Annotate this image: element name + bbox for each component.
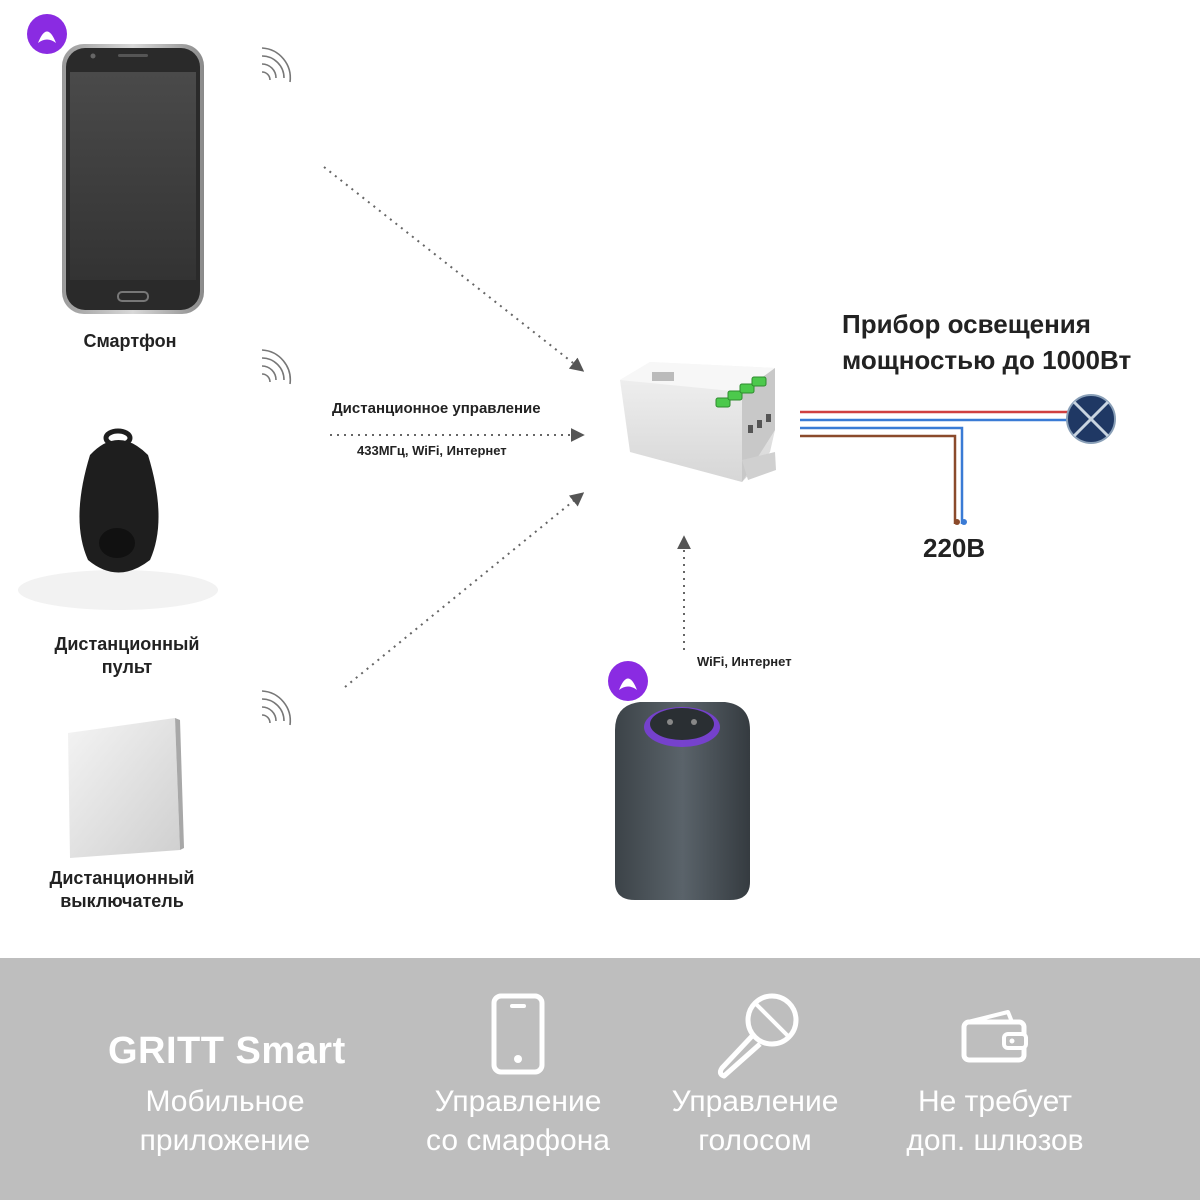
feature-smartphone-line2: со смарфона xyxy=(426,1124,610,1157)
brand-caption: Мобильное приложение xyxy=(110,1082,340,1160)
load-caption: Прибор освещения мощностью до 1000Вт xyxy=(842,306,1131,378)
alice-icon xyxy=(608,661,648,701)
feature-no-gateway: Не требует доп. шлюзов xyxy=(880,1082,1110,1160)
wall-switch-image xyxy=(68,718,184,858)
smart-speaker-image xyxy=(615,702,750,900)
brand-caption-line2: приложение xyxy=(139,1124,311,1157)
device-label-remote: Дистанционный пульт xyxy=(54,634,200,677)
feature-voice-line2: голосом xyxy=(698,1124,812,1157)
connection-diagram xyxy=(18,14,1116,900)
relay-module-image xyxy=(620,362,776,482)
feature-footer: GRITT Smart Мобильное приложение Управле… xyxy=(0,958,1200,1200)
feature-smartphone: Управление со смарфона xyxy=(398,1082,638,1160)
speaker-link-label: WiFi, Интернет xyxy=(697,654,792,669)
microphone-icon xyxy=(717,993,799,1079)
load-caption-line2: мощностью до 1000Вт xyxy=(842,345,1132,375)
mains-voltage-label: 220В xyxy=(923,533,986,563)
feature-voice: Управление голосом xyxy=(640,1082,870,1160)
brand-name: GRITT Smart xyxy=(108,1030,346,1072)
alice-icon xyxy=(27,14,67,54)
wiring xyxy=(800,410,1070,524)
load-caption-line1: Прибор освещения xyxy=(842,309,1091,339)
smartphone-image xyxy=(62,44,204,314)
feature-no-gateway-line2: доп. шлюзов xyxy=(906,1124,1084,1157)
lamp-symbol-icon xyxy=(1066,394,1116,444)
smartphone-icon xyxy=(491,993,545,1075)
feature-smartphone-line1: Управление xyxy=(434,1085,602,1118)
signal-arrows xyxy=(323,166,691,688)
brand-caption-line1: Мобильное xyxy=(145,1085,305,1118)
feature-voice-line1: Управление xyxy=(671,1085,839,1118)
device-label-switch: Дистанционный выключатель xyxy=(49,868,195,911)
wifi-signal-icons xyxy=(261,47,292,726)
device-label-smartphone: Смартфон xyxy=(83,331,177,351)
feature-no-gateway-line1: Не требует xyxy=(917,1085,1073,1118)
link-title: Дистанционное управление xyxy=(332,400,541,417)
wallet-icon xyxy=(961,1010,1028,1063)
remote-fob-image xyxy=(18,428,218,610)
link-subtitle: 433МГц, WiFi, Интернет xyxy=(357,443,507,458)
